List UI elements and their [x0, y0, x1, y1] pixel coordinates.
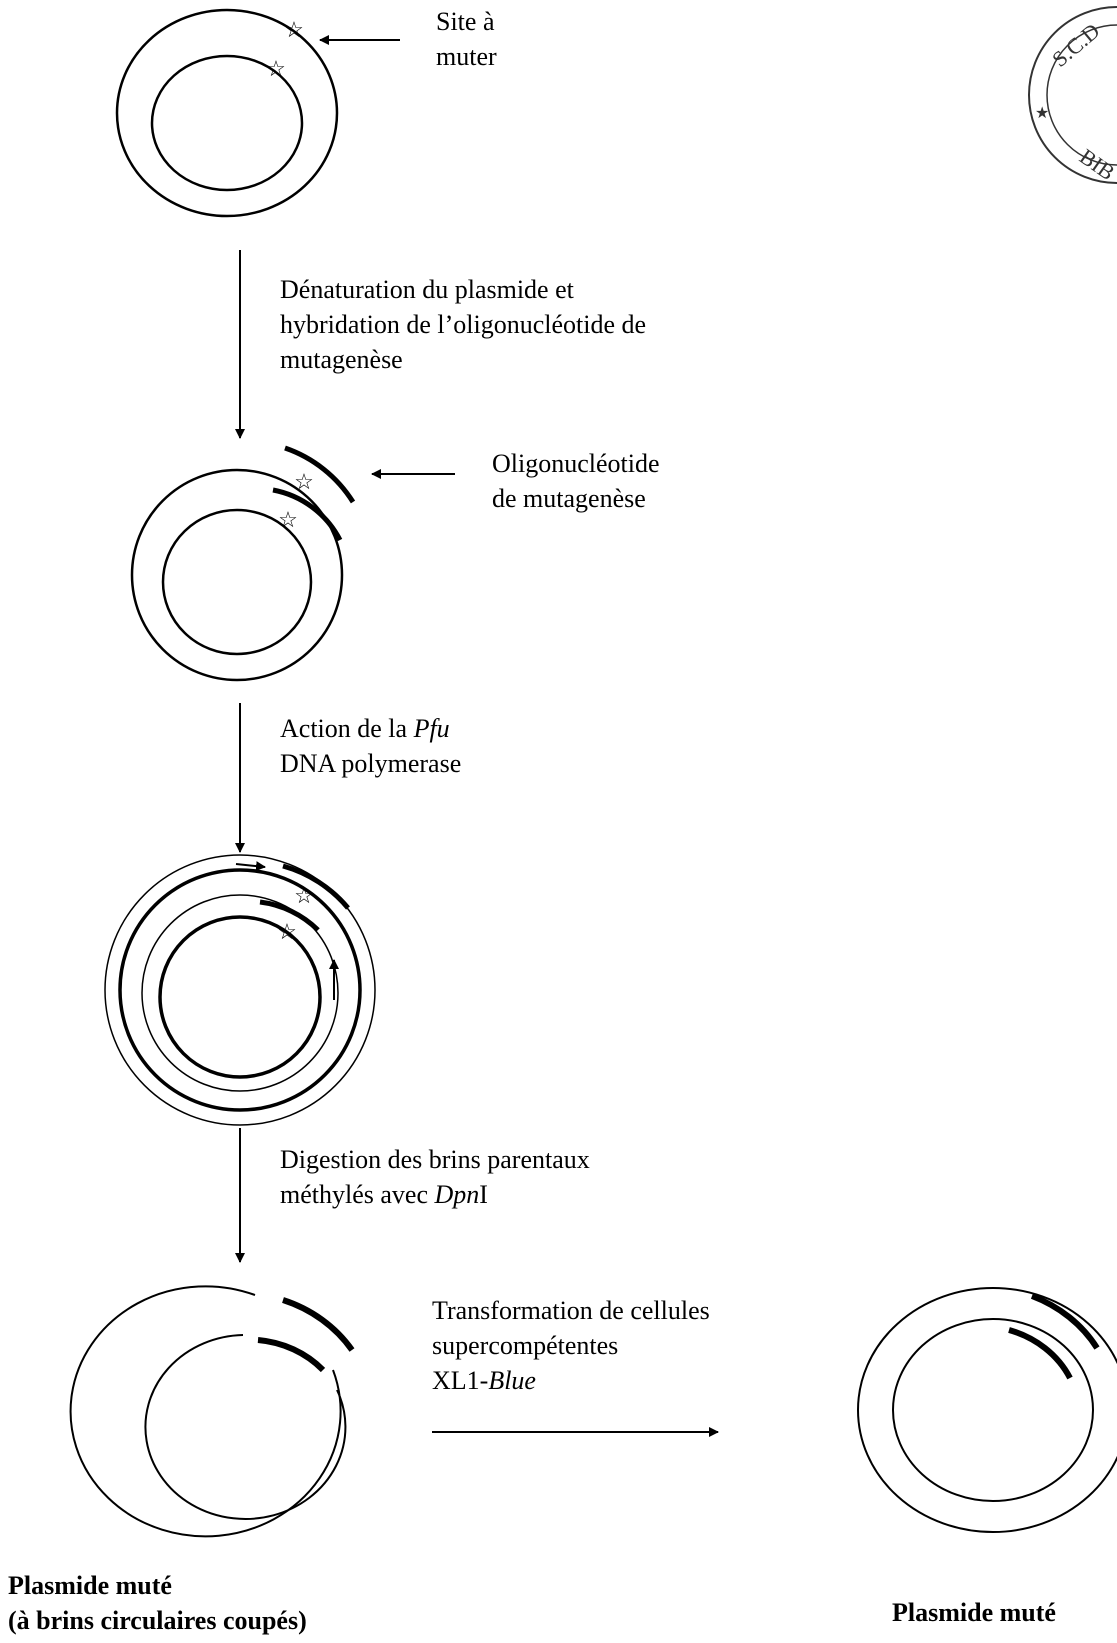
mutation-star-icon: ☆ — [266, 56, 286, 81]
oligo-outer — [284, 445, 356, 504]
mutation-star-icon: ☆ — [284, 17, 304, 42]
mutation-star-icon: ☆ — [278, 507, 298, 532]
library-stamp: S.C.D BIB ★ — [1028, 6, 1117, 186]
plasmid-initial: ☆ ☆ — [115, 8, 339, 218]
plasmid-nicked — [69, 1285, 355, 1538]
result-left-label: Plasmide muté (à brins circulaires coupé… — [8, 1571, 307, 1635]
new-strand-arrow — [235, 861, 266, 872]
step-2-label: Action de la Pfu DNA polymerase — [280, 714, 462, 778]
step-1-label: Dénaturation du plasmide et hybridation … — [280, 275, 647, 374]
mutation-star-icon: ☆ — [294, 883, 314, 908]
oligo-label: Oligonucléotide de mutagenèse — [492, 449, 660, 513]
svg-text:★: ★ — [1035, 105, 1049, 122]
oligo-inner — [259, 899, 320, 932]
plasmid-hybridized: ☆ ☆ — [130, 445, 356, 682]
svg-text:BIB: BIB — [1075, 144, 1117, 186]
mutation-star-icon: ☆ — [277, 919, 297, 944]
result-right-label: Plasmide muté — [892, 1598, 1056, 1627]
svg-text:S.C.D: S.C.D — [1047, 18, 1104, 72]
oligo-inner — [272, 487, 343, 542]
step-4-label: Transformation de cellules supercompéten… — [432, 1296, 710, 1395]
site-label: Site à muter — [436, 7, 497, 71]
oligo-outer — [282, 863, 350, 910]
plasmid-extended: ☆ ☆ — [104, 854, 376, 1126]
mutation-star-icon: ☆ — [294, 469, 314, 494]
step-3-label: Digestion des brins parentaux méthylés a… — [280, 1145, 590, 1209]
plasmid-mutated — [857, 1287, 1117, 1533]
